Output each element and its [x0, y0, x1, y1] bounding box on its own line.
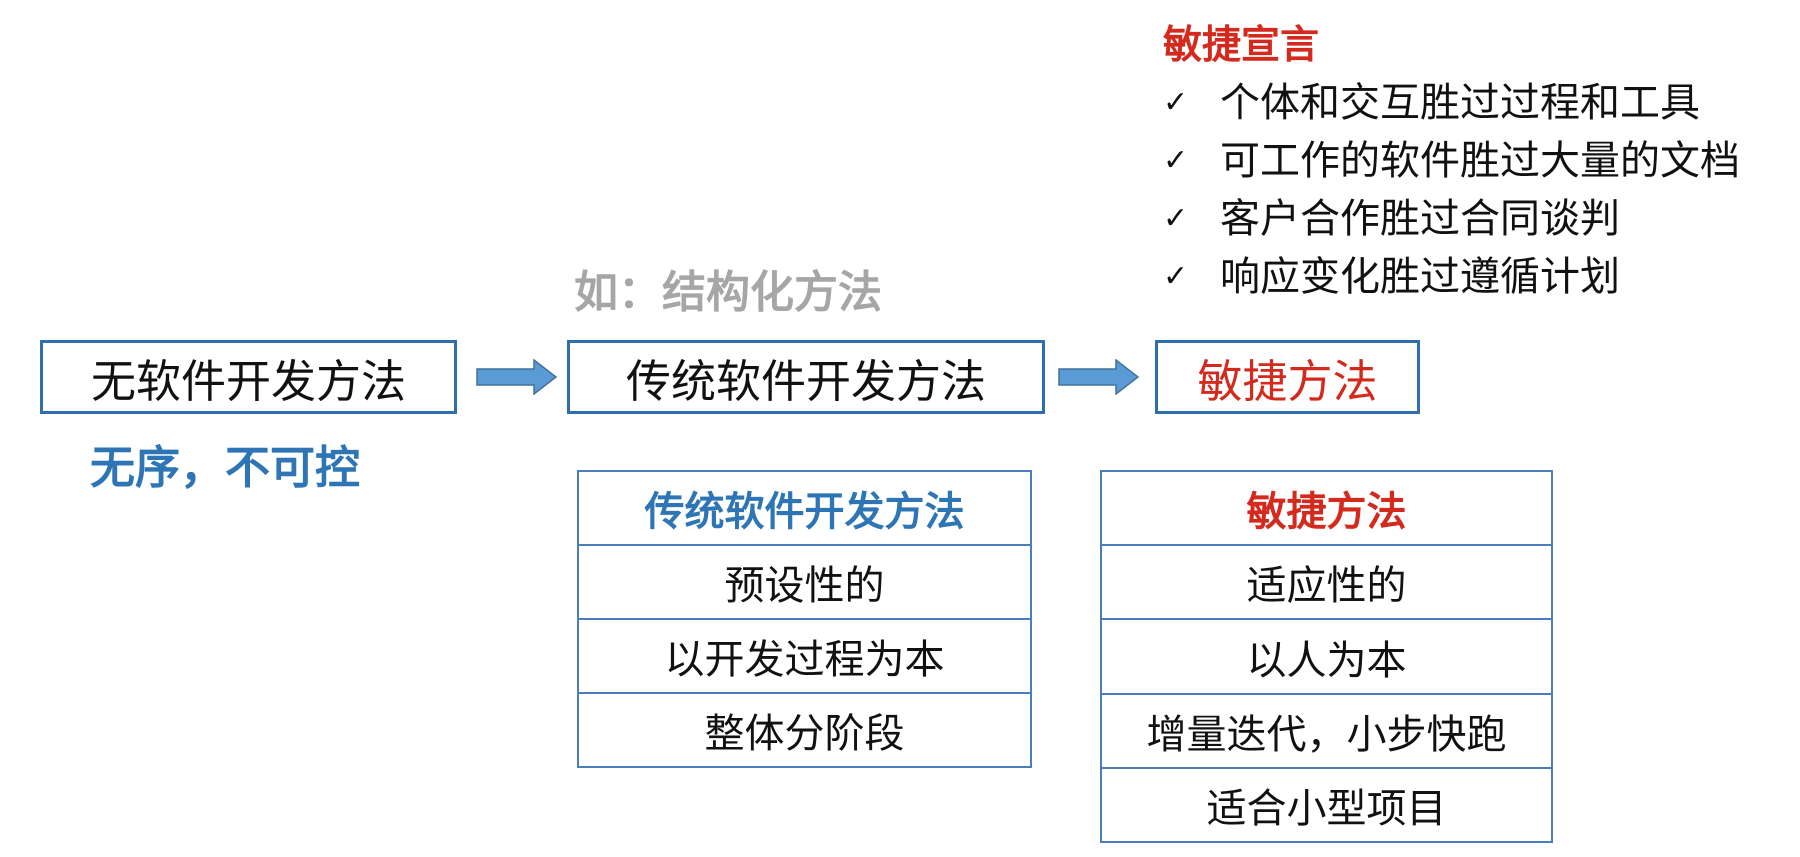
manifesto-item: ✓ 响应变化胜过遵循计划 — [1163, 248, 1740, 306]
table-row: 整体分阶段 — [579, 692, 1030, 766]
flow-box-label: 传统软件开发方法 — [625, 354, 986, 408]
table-row: 以开发过程为本 — [579, 618, 1030, 692]
flow-box-agile: 敏捷方法 — [1155, 340, 1420, 414]
manifesto-item: ✓ 可工作的软件胜过大量的文档 — [1163, 132, 1740, 190]
arrow-right-icon — [476, 359, 558, 395]
flow-box-label: 敏捷方法 — [1197, 354, 1378, 408]
manifesto-item-text: 可工作的软件胜过大量的文档 — [1220, 138, 1740, 184]
flow-box-no-method: 无软件开发方法 — [40, 340, 457, 414]
flow-box-label: 无软件开发方法 — [90, 354, 406, 408]
check-icon: ✓ — [1163, 143, 1189, 178]
table-header: 敏捷方法 — [1246, 489, 1407, 536]
traditional-example-label: 如：结构化方法 — [574, 267, 882, 318]
manifesto-item: ✓ 客户合作胜过合同谈判 — [1163, 190, 1740, 248]
check-icon: ✓ — [1163, 201, 1189, 236]
comparison-table-traditional: 传统软件开发方法 预设性的 以开发过程为本 整体分阶段 — [577, 470, 1032, 768]
manifesto-list: ✓ 个体和交互胜过过程和工具 ✓ 可工作的软件胜过大量的文档 ✓ 客户合作胜过合… — [1163, 74, 1740, 306]
check-icon: ✓ — [1163, 259, 1189, 294]
manifesto-item-text: 客户合作胜过合同谈判 — [1220, 196, 1620, 242]
no-method-note: 无序，不可控 — [90, 441, 361, 494]
manifesto-title: 敏捷宣言 — [1163, 23, 1320, 68]
arrow-right-icon — [1058, 359, 1140, 395]
table-row: 预设性的 — [579, 544, 1030, 618]
table-row: 增量迭代，小步快跑 — [1102, 692, 1551, 767]
table-row: 以人为本 — [1102, 618, 1551, 692]
manifesto-item: ✓ 个体和交互胜过过程和工具 — [1163, 74, 1740, 132]
table-row: 适应性的 — [1102, 544, 1551, 618]
manifesto-item-text: 响应变化胜过遵循计划 — [1220, 254, 1620, 300]
manifesto-item-text: 个体和交互胜过过程和工具 — [1220, 80, 1700, 126]
table-row: 适合小型项目 — [1102, 766, 1551, 841]
table-header: 传统软件开发方法 — [644, 489, 965, 535]
check-icon: ✓ — [1163, 85, 1189, 120]
comparison-table-agile: 敏捷方法 适应性的 以人为本 增量迭代，小步快跑 适合小型项目 — [1100, 470, 1553, 843]
flow-box-traditional: 传统软件开发方法 — [567, 340, 1045, 414]
